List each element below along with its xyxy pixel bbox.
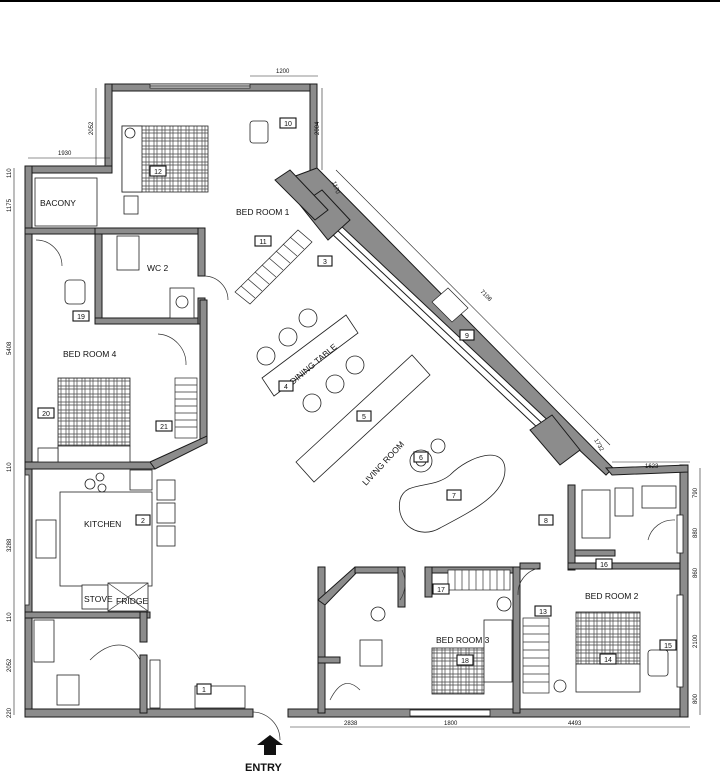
- svg-text:14: 14: [604, 657, 612, 664]
- svg-text:19: 19: [77, 314, 85, 321]
- dim-800: 800: [693, 693, 699, 704]
- tag-11: 11: [254, 235, 272, 247]
- dim-1623: 1623: [645, 464, 659, 470]
- door-swings: [35, 239, 676, 741]
- dim-4493: 4493: [568, 721, 582, 727]
- dim-2004: 2004: [315, 121, 321, 135]
- svg-text:4: 4: [284, 384, 288, 391]
- room-label-bedroom-1: BED ROOM 1: [236, 207, 290, 217]
- tag-20: 20: [37, 407, 55, 419]
- tag-1: 1: [196, 683, 212, 695]
- dim-860: 860: [693, 567, 699, 578]
- svg-text:3: 3: [323, 259, 327, 266]
- dim-110-b: 110: [7, 462, 13, 472]
- svg-text:2: 2: [141, 518, 145, 525]
- svg-text:6: 6: [419, 455, 423, 462]
- svg-text:15: 15: [664, 643, 672, 650]
- room-label-stove: STOVE: [84, 594, 113, 604]
- svg-text:12: 12: [154, 169, 162, 176]
- tag-14: 14: [599, 653, 617, 665]
- dim-2052-bottom: 2052: [7, 658, 13, 672]
- svg-text:10: 10: [284, 121, 292, 128]
- tag-18: 18: [456, 654, 474, 666]
- room-label-fridge: FRIDGE: [116, 596, 148, 606]
- tag-19: 19: [72, 310, 90, 322]
- svg-text:9: 9: [465, 333, 469, 340]
- dim-2838: 2838: [344, 721, 358, 727]
- dim-1170: 1170: [330, 181, 340, 196]
- dim-2052-top: 2052: [89, 121, 95, 135]
- dim-1800: 1800: [444, 721, 458, 727]
- room-label-dining-table: DINING TABLE: [288, 341, 339, 386]
- dim-2100: 2100: [693, 634, 699, 648]
- tag-3: 3: [317, 255, 333, 267]
- dim-1200: 1200: [276, 69, 290, 75]
- svg-text:1: 1: [202, 687, 206, 694]
- room-label-balcony: BACONY: [40, 198, 76, 208]
- dim-110-c: 110: [7, 612, 13, 622]
- tag-6: 6: [413, 451, 429, 463]
- tag-2: 2: [135, 514, 151, 526]
- svg-text:5: 5: [362, 414, 366, 421]
- tag-16: 16: [595, 558, 613, 570]
- dim-5408: 5408: [7, 341, 13, 355]
- dim-7108: 7108: [479, 289, 493, 303]
- room-label-kitchen: KITCHEN: [84, 519, 121, 529]
- dim-1732: 1732: [592, 438, 604, 453]
- room-label-bedroom-3: BED ROOM 3: [436, 635, 490, 645]
- dim-1175: 1175: [7, 198, 13, 212]
- svg-text:7: 7: [452, 493, 456, 500]
- svg-text:13: 13: [539, 609, 547, 616]
- room-label-bedroom-2: BED ROOM 2: [585, 591, 639, 601]
- tag-21: 21: [155, 420, 173, 432]
- entry-arrow-icon: [257, 735, 283, 755]
- entry-label: ENTRY: [245, 762, 283, 774]
- svg-text:20: 20: [42, 411, 50, 418]
- svg-text:18: 18: [461, 658, 469, 665]
- svg-text:16: 16: [600, 562, 608, 569]
- room-label-bedroom-4: BED ROOM 4: [63, 349, 117, 359]
- tag-4: 4: [278, 380, 294, 392]
- tag-13: 13: [534, 605, 552, 617]
- svg-text:11: 11: [259, 239, 266, 246]
- tag-7: 7: [446, 489, 462, 501]
- tag-5: 5: [356, 410, 372, 422]
- svg-text:17: 17: [437, 587, 445, 594]
- windows: [24, 83, 491, 717]
- dim-790: 790: [693, 487, 699, 498]
- dim-1930: 1930: [58, 151, 72, 157]
- tag-12: 12: [149, 165, 167, 177]
- tag-17: 17: [432, 583, 450, 595]
- room-label-living-room: LIVING ROOM: [360, 439, 406, 487]
- dim-3288: 3288: [7, 538, 13, 552]
- svg-text:21: 21: [160, 424, 168, 431]
- dim-880: 880: [693, 527, 699, 538]
- stairs: [174, 229, 550, 694]
- tag-8: 8: [538, 514, 554, 526]
- dimension-lines: [13, 75, 701, 728]
- tag-15: 15: [659, 639, 677, 651]
- svg-text:8: 8: [544, 518, 548, 525]
- tag-10: 10: [279, 117, 297, 129]
- dim-220: 220: [7, 707, 13, 718]
- dim-110-a: 110: [7, 168, 13, 178]
- room-label-wc-2: WC 2: [147, 263, 169, 273]
- tag-9: 9: [459, 329, 475, 341]
